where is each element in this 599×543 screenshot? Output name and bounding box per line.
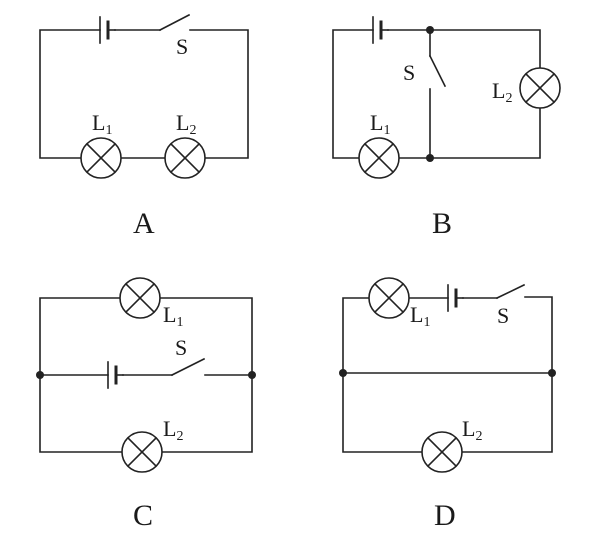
lamp-l1: [119, 277, 161, 319]
junction-dot: [36, 371, 44, 379]
junction-dot: [426, 26, 434, 34]
lamp-l1: [80, 137, 122, 179]
lamp-l2-label: L2: [163, 416, 183, 444]
lamp-l1-label: L1: [410, 302, 430, 330]
lamp-l2-label: L2: [176, 110, 196, 138]
switch-symbol: [170, 357, 206, 377]
lamp-l1-label: L1: [370, 110, 390, 138]
junction-dot: [248, 371, 256, 379]
caption-a: A: [133, 207, 155, 240]
switch-label: S: [497, 303, 509, 328]
switch-label: S: [175, 335, 187, 360]
circuit-d: S L1 L2 D: [339, 277, 556, 532]
junction-dot: [548, 369, 556, 377]
lamp-l1: [358, 137, 400, 179]
lamp-l1: [368, 277, 410, 319]
switch-symbol: [428, 54, 447, 88]
caption-b: B: [432, 207, 452, 240]
lamp-l1-label: L1: [92, 110, 112, 138]
lamp-l2: [164, 137, 206, 179]
switch-label: S: [176, 34, 188, 59]
switch-symbol: [495, 283, 526, 300]
lamp-l2: [519, 67, 561, 109]
battery-symbol: [447, 284, 464, 312]
circuit-b: S L1 L2 B: [332, 16, 561, 240]
lamp-l2: [121, 431, 163, 473]
switch-symbol: [158, 13, 191, 32]
junction-dot: [339, 369, 347, 377]
lamp-l2-label: L2: [462, 416, 482, 444]
battery-symbol: [107, 361, 124, 389]
circuit-a: S L1 L2 A: [39, 13, 249, 240]
battery-symbol: [372, 16, 389, 44]
caption-d: D: [434, 499, 456, 532]
lamp-l2: [421, 431, 463, 473]
lamp-l1-label: L1: [163, 302, 183, 330]
switch-label: S: [403, 60, 415, 85]
circuit-c: S L1 L2 C: [36, 277, 256, 532]
lamp-l2-label: L2: [492, 78, 512, 106]
caption-c: C: [133, 499, 153, 532]
junction-dot: [426, 154, 434, 162]
battery-symbol: [99, 16, 116, 44]
